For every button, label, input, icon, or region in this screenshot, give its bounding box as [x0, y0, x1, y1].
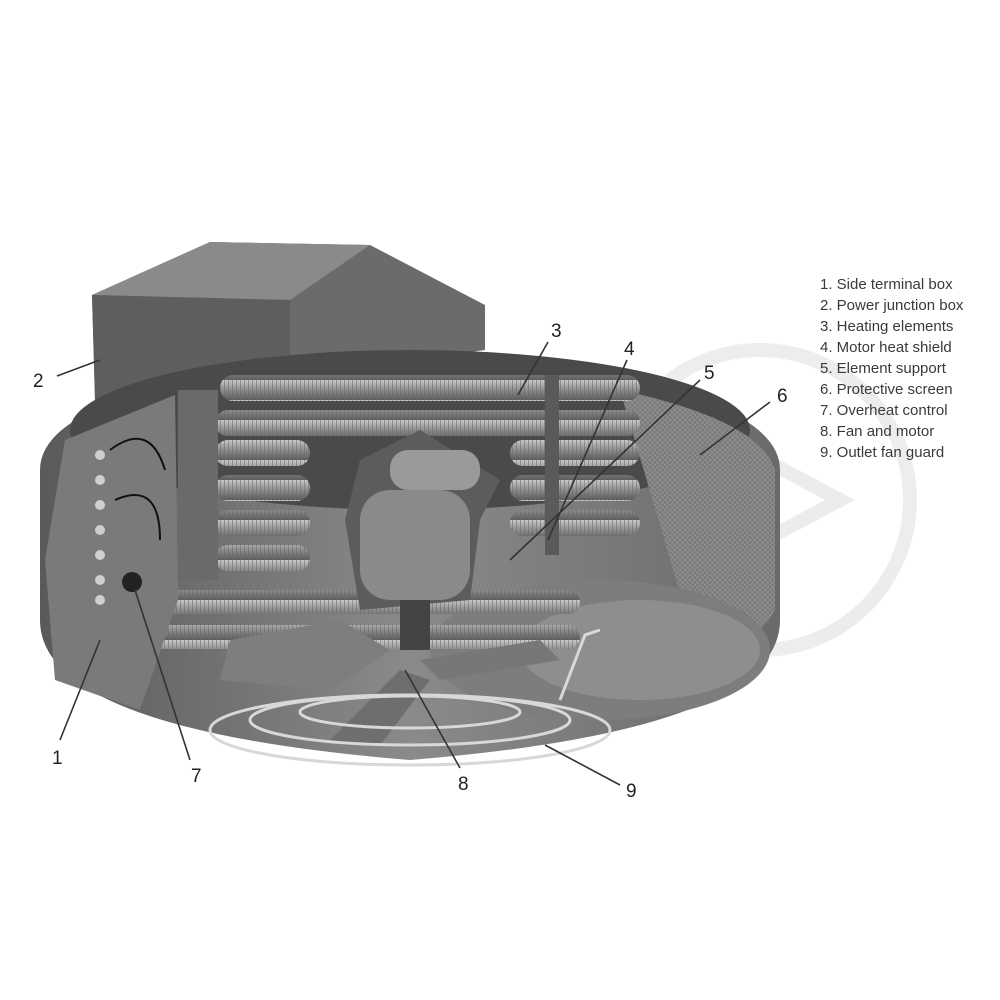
callout-1: 1 [52, 748, 63, 769]
callout-9: 9 [626, 781, 637, 802]
legend-item: 6. Protective screen [820, 381, 953, 398]
callout-5: 5 [704, 363, 715, 384]
fan-motor [360, 490, 470, 600]
callout-7: 7 [191, 766, 202, 787]
callout-2: 2 [33, 371, 44, 392]
side-terminal-box [45, 395, 178, 710]
legend-item: 1. Side terminal box [820, 276, 953, 293]
legend-item: 8. Fan and motor [820, 423, 935, 440]
motor-heat-shield [345, 430, 500, 650]
callout-8: 8 [458, 774, 469, 795]
legend-item: 3. Heating elements [820, 318, 954, 335]
legend-item: 5. Element support [820, 360, 946, 377]
legend-item: 4. Motor heat shield [820, 339, 952, 356]
protective-screen [620, 390, 775, 660]
element-support [545, 375, 559, 555]
leader-lines [56, 341, 771, 786]
callout-3: 3 [551, 321, 562, 342]
overheat-control [122, 572, 142, 592]
legend-item: 7. Overheat control [820, 402, 948, 419]
parts-legend: 1. Side terminal box 2. Power junction b… [820, 274, 963, 463]
callout-6: 6 [777, 386, 788, 407]
outlet-fan-guard [208, 628, 612, 767]
callout-4: 4 [624, 339, 635, 360]
element-support-left [178, 390, 218, 580]
legend-item: 2. Power junction box [820, 297, 964, 314]
legend-item: 9. Outlet fan guard [820, 444, 945, 461]
